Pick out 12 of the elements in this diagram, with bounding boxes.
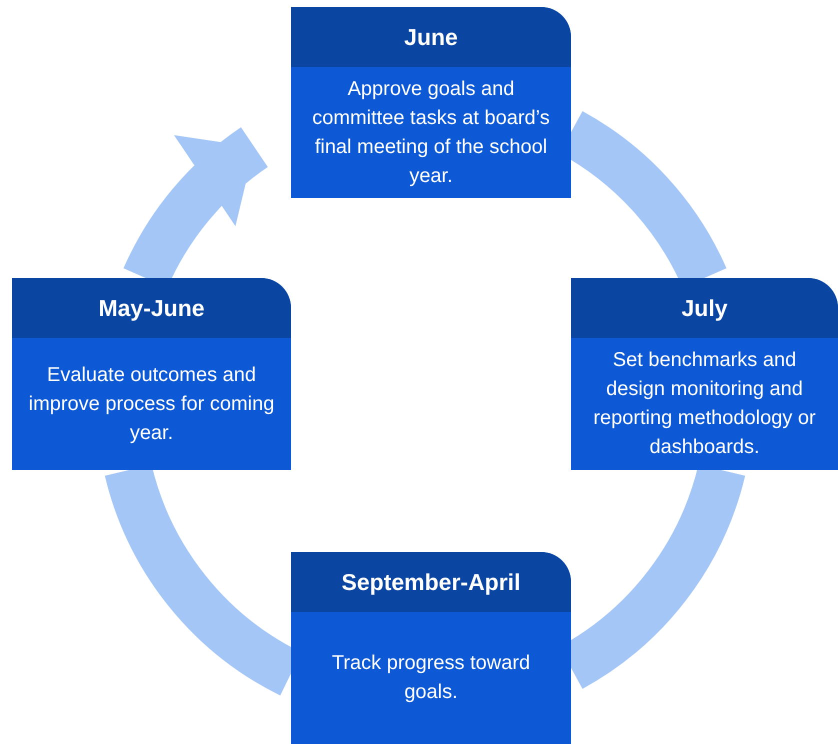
step-description: Evaluate outcomes and improve process for coming year. [28, 362, 276, 446]
step-description: Set benchmarks and design monitoring and reporting methodology or dashboards. [592, 348, 817, 460]
step-card [12, 278, 291, 470]
step-card [291, 7, 571, 198]
step-heading: July [571, 278, 838, 338]
step-heading: June [291, 7, 571, 67]
step-card [571, 278, 838, 470]
step-heading: September-April [291, 552, 571, 612]
step-heading: May-June [12, 278, 291, 338]
step-card [291, 552, 571, 744]
step-description: Approve goals and committee tasks at board’s final meeting of the school year. [311, 76, 551, 188]
step-description: Track progress toward goals. [330, 651, 532, 705]
